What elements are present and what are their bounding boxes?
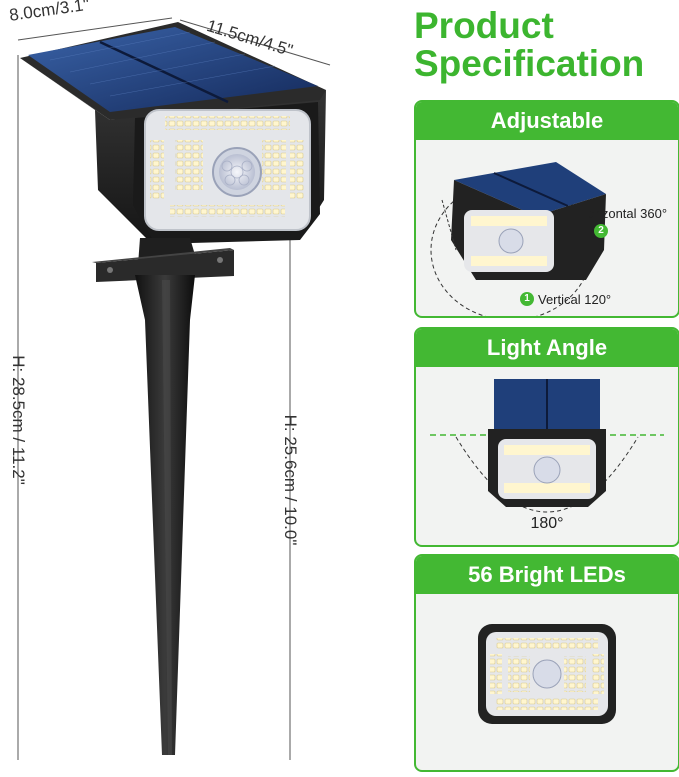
light-angle-illustration (430, 379, 664, 513)
light-angle-card: Light Angle 180° (414, 327, 679, 547)
light-angle-value: 180° (530, 515, 564, 532)
solar-light-drawing (17, 17, 331, 760)
light-angle-heading: Light Angle (416, 329, 678, 367)
vertical-badge: 1 (520, 292, 534, 306)
page-title-line1: Product (414, 5, 554, 46)
leds-card: 56 Bright LEDs (414, 554, 679, 772)
adjustable-heading: Adjustable (416, 102, 678, 140)
total-height-label: H: 28.5cm / 11.2" (9, 355, 28, 485)
vertical-rotation-label: Vertical 120° (538, 292, 612, 307)
horizontal-badge: 2 (594, 224, 608, 238)
page-title-line2: Specification (414, 43, 645, 84)
adjustable-card: Adjustable Horizontal 360° 2 1 Vertical … (414, 100, 679, 318)
product-illustration (17, 17, 331, 760)
stake-height-label: H: 25.6cm / 10.0" (281, 414, 300, 546)
horizontal-rotation-label: Horizontal 360° (578, 206, 668, 221)
leds-heading: 56 Bright LEDs (416, 556, 678, 594)
adjustable-illustration (430, 162, 606, 316)
leds-illustration (478, 624, 616, 724)
